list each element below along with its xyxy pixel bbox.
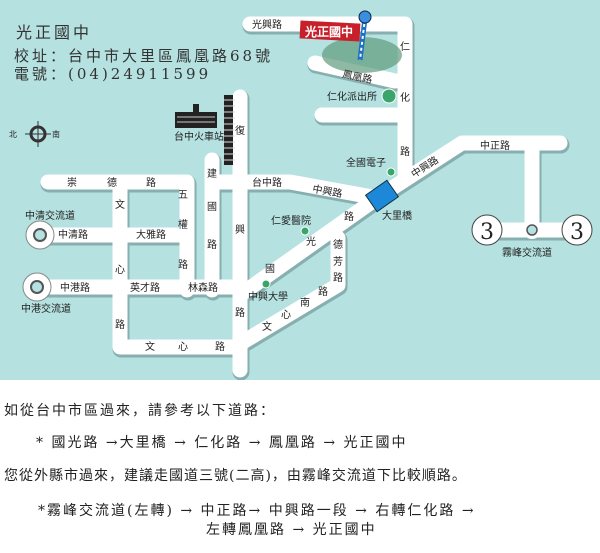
map-label: 文 — [145, 340, 155, 353]
map-label: 建 — [207, 167, 217, 180]
interchange-circles: 3 3 — [22, 214, 593, 302]
map-label: 中港交流道 — [21, 302, 71, 315]
map-label: 文 — [115, 198, 125, 211]
school-address: 校址：台中市大里區鳳凰路68號 — [14, 47, 274, 65]
map-label: 路 — [235, 306, 245, 319]
map-label: 霧峰交流道 — [502, 246, 552, 259]
map-label: 中清交流道 — [25, 209, 75, 222]
map-label: 全國電子 — [346, 156, 386, 169]
map-label: 路 — [344, 210, 354, 223]
landmark-labels: 仁化派出所 全國電子 大里橋 仁愛醫院 中興大學 霧峰交流道 中清交流道 中港交… — [21, 90, 552, 315]
map-label: 德 — [333, 238, 343, 251]
compass-north: 北 — [9, 130, 17, 139]
map-label: 心 — [178, 341, 188, 353]
route-city: * 國光路 →大里橋 → 仁化路 → 鳳凰路 → 光正國中 — [36, 435, 408, 451]
map-label: 中正路 — [480, 139, 510, 152]
map-label: 林森路 — [188, 281, 218, 294]
school-area: 光正國中 — [299, 10, 402, 73]
station-label: 台中火車站 — [174, 130, 224, 143]
map-label: 路 — [333, 271, 343, 284]
map-label: 復 — [235, 124, 245, 137]
map-label: 光 — [306, 235, 316, 248]
map-label: 南 — [300, 296, 310, 309]
map-label: 中興大學 — [248, 290, 288, 303]
map-label: 國 — [207, 201, 217, 213]
map-label: 路 — [207, 238, 217, 251]
map-label: 中港路 — [60, 281, 90, 294]
compass-south: 南 — [52, 129, 60, 139]
map-label: 德 — [107, 176, 117, 189]
location-pin-icon — [358, 10, 372, 24]
station-icon — [175, 104, 217, 128]
map-label: 路 — [318, 285, 328, 298]
directions-intro-city: 如從台中市區過來，請參考以下道路： — [4, 403, 276, 419]
map-label: 台中路 — [252, 176, 282, 189]
map-label: 芳 — [333, 255, 343, 268]
map: 3 3 台中火車站 光正國中 北 南 光興路 鳳凰路 仁化路 中正路 中興路 台… — [0, 0, 600, 380]
school-title: 光正國中 — [16, 23, 93, 42]
map-label: 路 — [146, 176, 156, 189]
route-outside-line2: 左轉鳳凰路 → 光正國中 — [206, 522, 377, 538]
map-label: 興 — [235, 224, 245, 236]
map-label: 化 — [400, 91, 410, 104]
map-label: 光興路 — [252, 18, 282, 31]
route-outside-line1: *霧峰交流道(左轉) → 中正路→ 中興路一段 → 右轉仁化路 → — [38, 503, 476, 519]
map-label: 大雅路 — [136, 228, 166, 241]
map-label: 心 — [115, 264, 125, 276]
map-label: 國 — [265, 263, 275, 275]
bridge-icon — [364, 179, 400, 213]
map-label: 路 — [215, 340, 225, 353]
map-label: 仁 — [400, 41, 410, 53]
map-label: 中清路 — [58, 228, 88, 241]
compass-icon — [25, 121, 51, 147]
map-label: 仁化派出所 — [327, 90, 377, 103]
map-label: 崇 — [67, 177, 77, 189]
map-label: 英才路 — [130, 281, 160, 294]
landmark-dots — [261, 88, 397, 289]
map-label: 大里橋 — [382, 209, 412, 222]
school-phone: 電號：(04)24911599 — [14, 65, 212, 83]
map-label: 路 — [178, 258, 188, 271]
highway-shield-right: 3 — [570, 220, 584, 245]
school-marker-label: 光正國中 — [304, 24, 353, 39]
railway — [222, 95, 235, 165]
map-label: 心 — [281, 309, 291, 321]
map-label: 仁愛醫院 — [271, 214, 311, 227]
map-label: 權 — [178, 218, 188, 231]
map-label: 路 — [115, 318, 125, 331]
roads — [29, 16, 586, 380]
highway-shield-left: 3 — [480, 220, 494, 245]
map-label: 路 — [400, 145, 410, 158]
map-label: 五 — [178, 190, 188, 201]
map-label: 文 — [262, 320, 272, 333]
directions-intro-outside: 您從外縣市過來，建議走國道三號(二高)，由霧峰交流道下比較順路。 — [4, 468, 467, 484]
